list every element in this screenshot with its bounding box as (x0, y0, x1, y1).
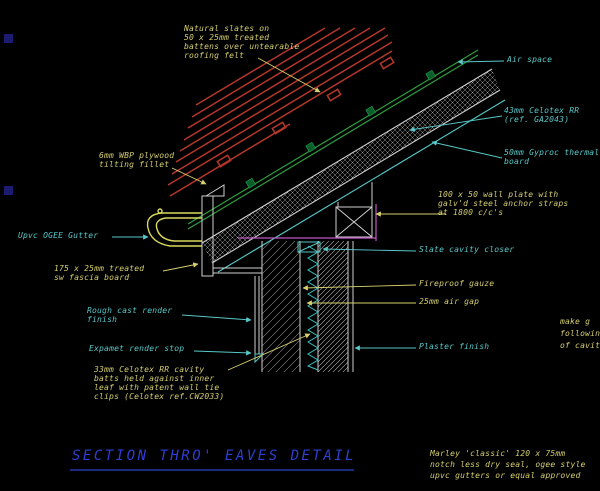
grip-markers (4, 34, 13, 195)
leader-fireproof-gauze (302, 284, 417, 291)
label-cavity-closer: Slate cavity closer (419, 245, 515, 254)
label-ogee-gutter: Upvc OGEE Gutter (18, 231, 99, 240)
label-wall-plate: 100 x 50 wall plate with galv'd steel an… (438, 190, 569, 217)
leader-wbp (171, 167, 207, 185)
tilting-fillet (204, 184, 225, 197)
label-fascia-board: 175 x 25mm treated sw fascia board (54, 264, 145, 282)
leader-cavity-closer (322, 246, 417, 252)
label-expamet: Expamet render stop (89, 344, 185, 353)
label-gyproc: 50mm Gyproc thermal board (504, 148, 600, 166)
batten-blocks (245, 69, 437, 189)
leader-gyproc (431, 140, 503, 159)
drawing-title: SECTION THRO' EAVES DETAIL (72, 448, 357, 464)
fascia-board-graphic (201, 184, 262, 277)
label-rough-cast: Rough cast render finish (87, 306, 173, 324)
slate-lines (167, 27, 395, 197)
leader-air-space (457, 59, 505, 65)
gutter-profile (146, 208, 202, 247)
label-air-space: Air space (507, 55, 553, 64)
leader-fascia (162, 262, 199, 272)
label-marley: Marley 'classic' 120 x 75mm notch less d… (430, 449, 586, 480)
leader-natural-slates (257, 57, 321, 93)
label-plaster-finish: Plaster finish (419, 342, 490, 351)
label-wbp-plywood: 6mm WBP plywood tilting fillet (99, 151, 175, 169)
label-celotex-rr: 43mm Celotex RR (ref. GA2043) (504, 106, 580, 124)
leader-celotex-rr (409, 115, 503, 132)
leader-batts (227, 333, 311, 371)
dpc-lines (238, 204, 377, 241)
label-edge-note: make g following of cavity (560, 317, 600, 350)
label-air-gap: 25mm air gap (419, 297, 480, 306)
leader-expamet (193, 350, 252, 356)
felt-lines (187, 49, 479, 230)
leader-lines (112, 57, 505, 371)
label-natural-slates: Natural slates on 50 x 25mm treated batt… (184, 24, 300, 60)
leader-rough-cast (181, 314, 252, 323)
label-celotex-batts: 33mm Celotex RR cavity batts held agains… (94, 365, 225, 401)
cavity-wall (254, 241, 354, 372)
cavity-insulation-zigzag (306, 245, 319, 371)
wall-plate (335, 182, 373, 238)
label-fireproof-gauze: Fireproof gauze (419, 279, 495, 288)
